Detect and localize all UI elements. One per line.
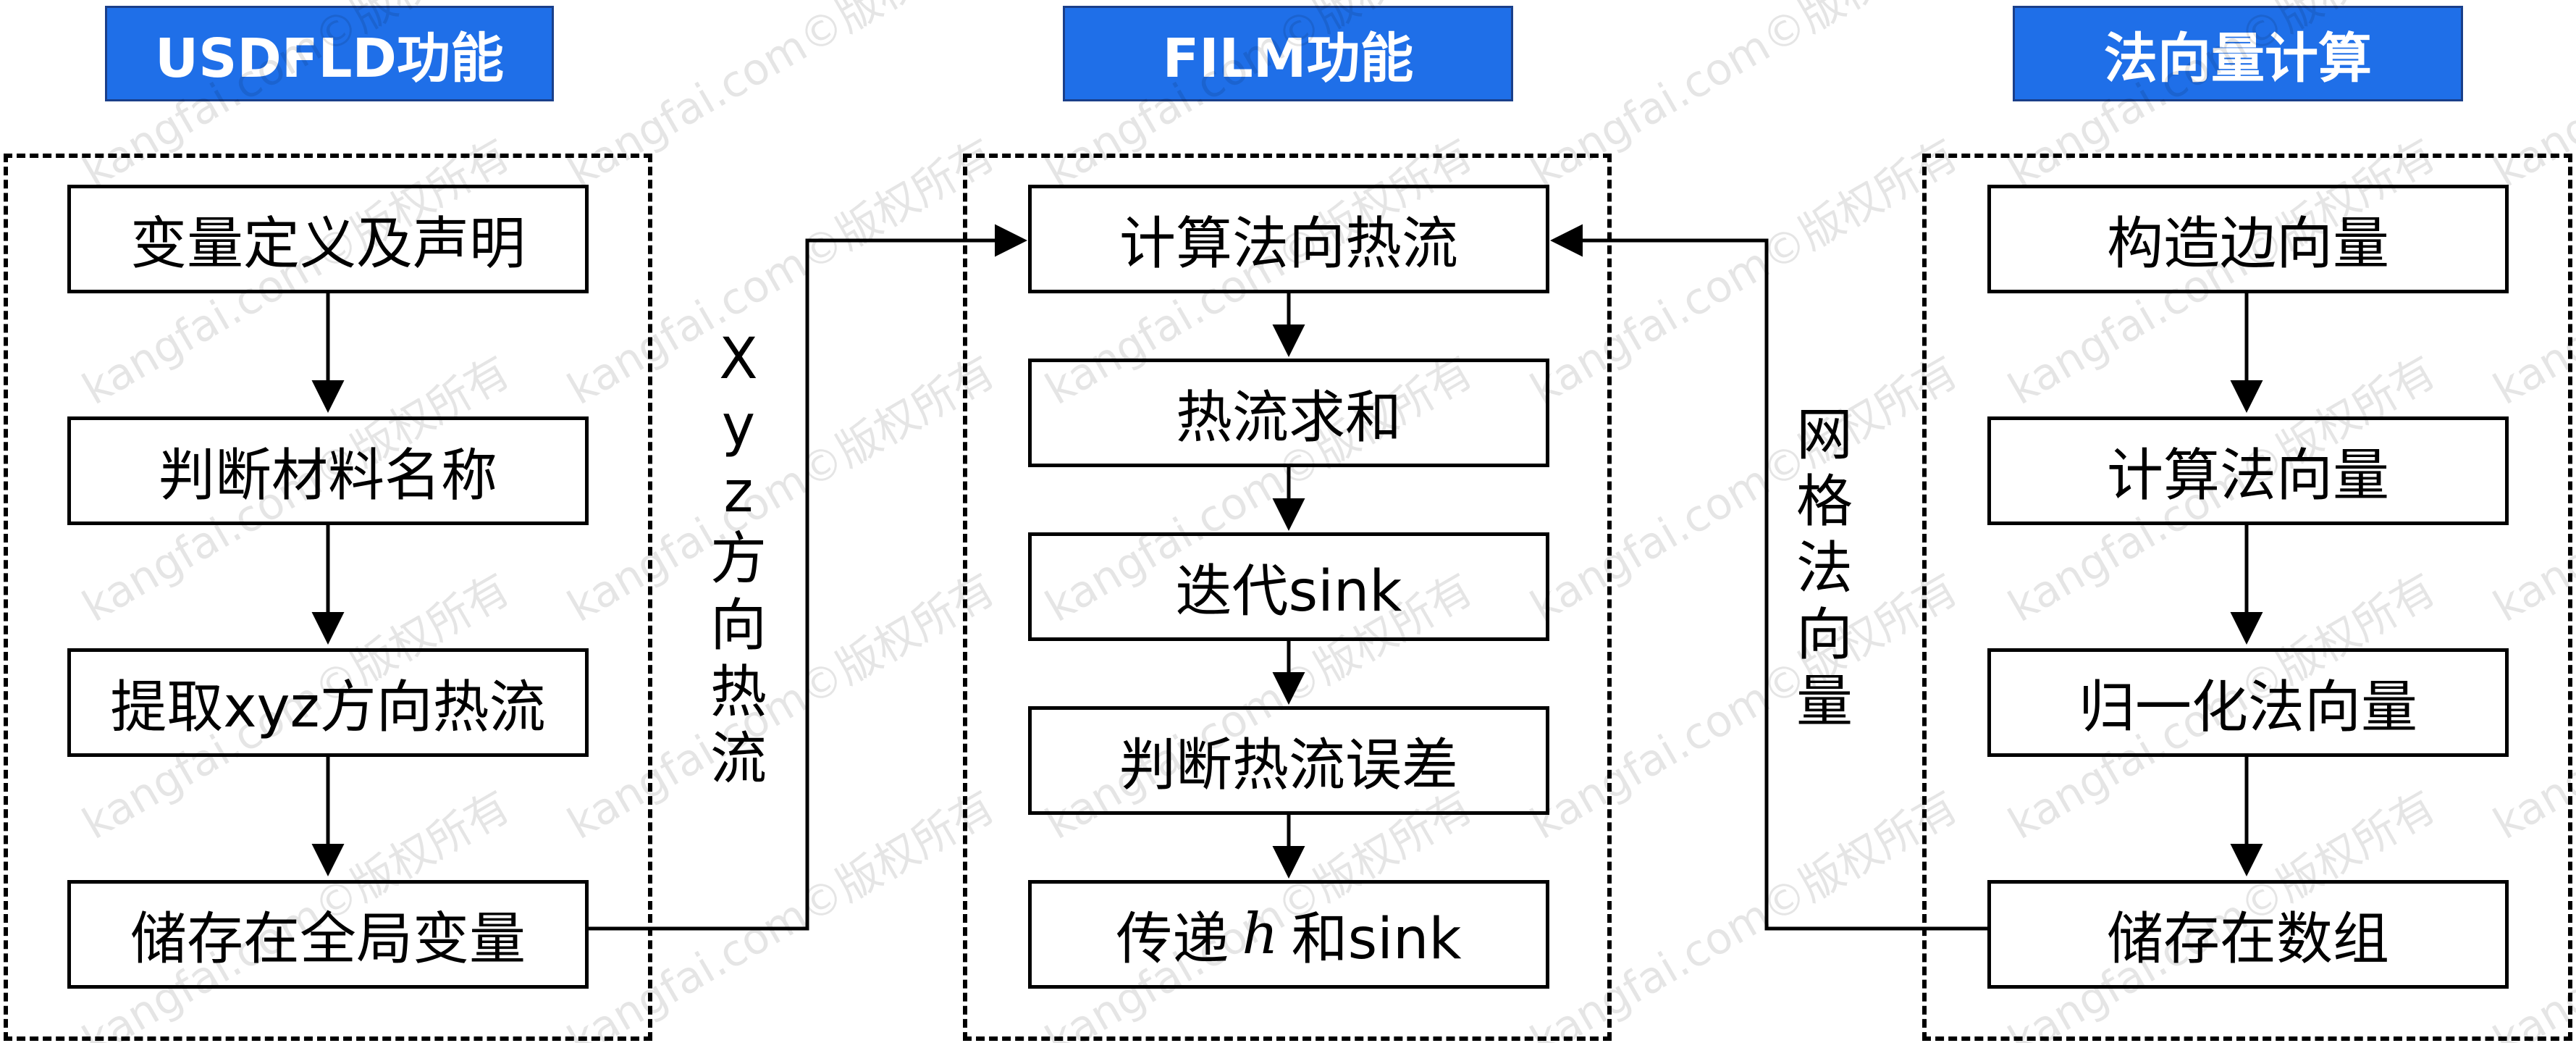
pass-prefix: 传递	[1116, 907, 1229, 972]
node-judge-flux-error: 判断热流误差	[1028, 706, 1549, 815]
group-film	[963, 154, 1612, 1041]
node-store-global-variable: 储存在全局变量	[67, 880, 589, 989]
edge-label-char: z	[723, 460, 754, 525]
header-normal-vector: 法向量计算	[2013, 6, 2463, 101]
edge-label-char: X	[719, 327, 758, 392]
node-judge-material-name: 判断材料名称	[67, 416, 589, 525]
edge-label-char: 方	[710, 527, 767, 592]
group-normal-vector	[1922, 154, 2572, 1041]
node-construct-edge-vectors: 构造边向量	[1987, 185, 2509, 293]
pass-suffix: 和sink	[1291, 907, 1462, 972]
edge-label-char: 格	[1796, 469, 1853, 535]
node-extract-xyz-flux: 提取xyz方向热流	[67, 648, 589, 757]
node-flux-sum: 热流求和	[1028, 359, 1549, 467]
edge-label-char: 量	[1796, 669, 1853, 734]
node-compute-normal-flux: 计算法向热流	[1028, 185, 1549, 293]
edge-label-char: 法	[1796, 536, 1853, 601]
edge-label-char: y	[721, 393, 756, 458]
header-film: FILM功能	[1063, 6, 1513, 101]
edge-label-char: 网	[1796, 403, 1853, 468]
edge-label-mesh-normal: 网 格 法 向 量	[1796, 402, 1853, 735]
node-variable-declaration: 变量定义及声明	[67, 185, 589, 293]
edge-label-char: 向	[1796, 603, 1853, 668]
edge-label-char: 流	[710, 726, 767, 792]
header-usdfld: USDFLD功能	[105, 6, 554, 101]
node-iterate-sink: 迭代sink	[1028, 532, 1549, 641]
edge-label-char: 向	[710, 593, 767, 658]
arrow-usdfld-to-film	[589, 224, 1027, 931]
group-usdfld	[4, 154, 652, 1041]
h-symbol: h	[1242, 902, 1279, 967]
edge-label-xyz-flux: X y z 方 向 热 流	[710, 326, 767, 792]
node-store-in-array: 储存在数组	[1987, 880, 2509, 989]
arrow-normal-to-film	[1550, 224, 1990, 931]
node-normalize-normal-vector: 归一化法向量	[1987, 648, 2509, 757]
edge-label-char: 热	[710, 660, 767, 725]
node-compute-normal-vector: 计算法向量	[1987, 416, 2509, 525]
